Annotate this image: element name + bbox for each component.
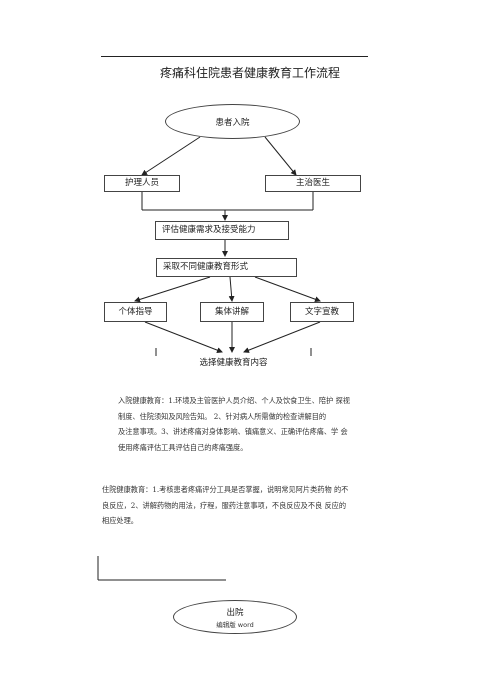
top-rule bbox=[101, 56, 368, 57]
watermark: 编辑版 word bbox=[216, 620, 254, 629]
connector-individual-select bbox=[144, 321, 223, 353]
node-written: 文字宣教 bbox=[290, 302, 354, 322]
admission-education-line: 入院健康教育：1.环境及主管医护人员介绍、个人及饮食卫生、陪护 探视 bbox=[118, 396, 350, 405]
connector-adopt-individual bbox=[134, 276, 211, 303]
node-doctor: 主治医生 bbox=[265, 175, 361, 192]
node-discharge: 出院 编辑版 word bbox=[173, 600, 297, 634]
node-group: 集体讲解 bbox=[200, 302, 264, 322]
node-assess: 评估健康需求及接受能力 bbox=[155, 221, 289, 240]
discharge-label: 出院 bbox=[226, 607, 244, 618]
admission-education-line: 制度、住院须知及风险告知。 2、针对病人所需做的检查讲解目的 bbox=[118, 411, 327, 421]
page-title: 疼痛科住院患者健康教育工作流程 bbox=[159, 66, 340, 80]
node-individual: 个体指导 bbox=[104, 302, 167, 322]
inpatient-education-line: 相应处理。 bbox=[102, 516, 138, 525]
connector-admission-doctor bbox=[264, 136, 297, 176]
admission-education-line: 及注意事项。3、讲述疼痛对身体影响、镇痛意义、正确评估疼痛、学 会 bbox=[118, 427, 348, 436]
admission-education-line: 使用疼痛评估工具评估自己的疼痛强度。 bbox=[118, 442, 248, 452]
node-nurse: 护理人员 bbox=[104, 175, 180, 192]
connector-written-select bbox=[243, 321, 321, 353]
node-select: 选择健康教育内容 bbox=[199, 358, 268, 368]
inpatient-education-text: 住院健康教育：1.考核患者疼痛评分工具是否掌握，说明常见阿片类药物 的不 良反应… bbox=[102, 482, 392, 529]
connector-adopt-group bbox=[228, 276, 235, 302]
node-admission: 患者入院 bbox=[165, 104, 300, 139]
inpatient-education-line: 住院健康教育：1.考核患者疼痛评分工具是否掌握，说明常见阿片类药物 的不 bbox=[102, 485, 349, 494]
admission-education-text: 入院健康教育：1.环境及主管医护人员介绍、个人及饮食卫生、陪护 探视 制度、住院… bbox=[118, 393, 378, 455]
connector-admission-nurse bbox=[141, 136, 201, 176]
connector-adopt-written bbox=[254, 276, 321, 303]
node-adopt: 采取不同健康教育形式 bbox=[156, 258, 297, 277]
inpatient-education-line: 良反应，2、讲解药物的用法，疗程，服药注意事项，不良反应及不良 反应的 bbox=[102, 500, 347, 510]
